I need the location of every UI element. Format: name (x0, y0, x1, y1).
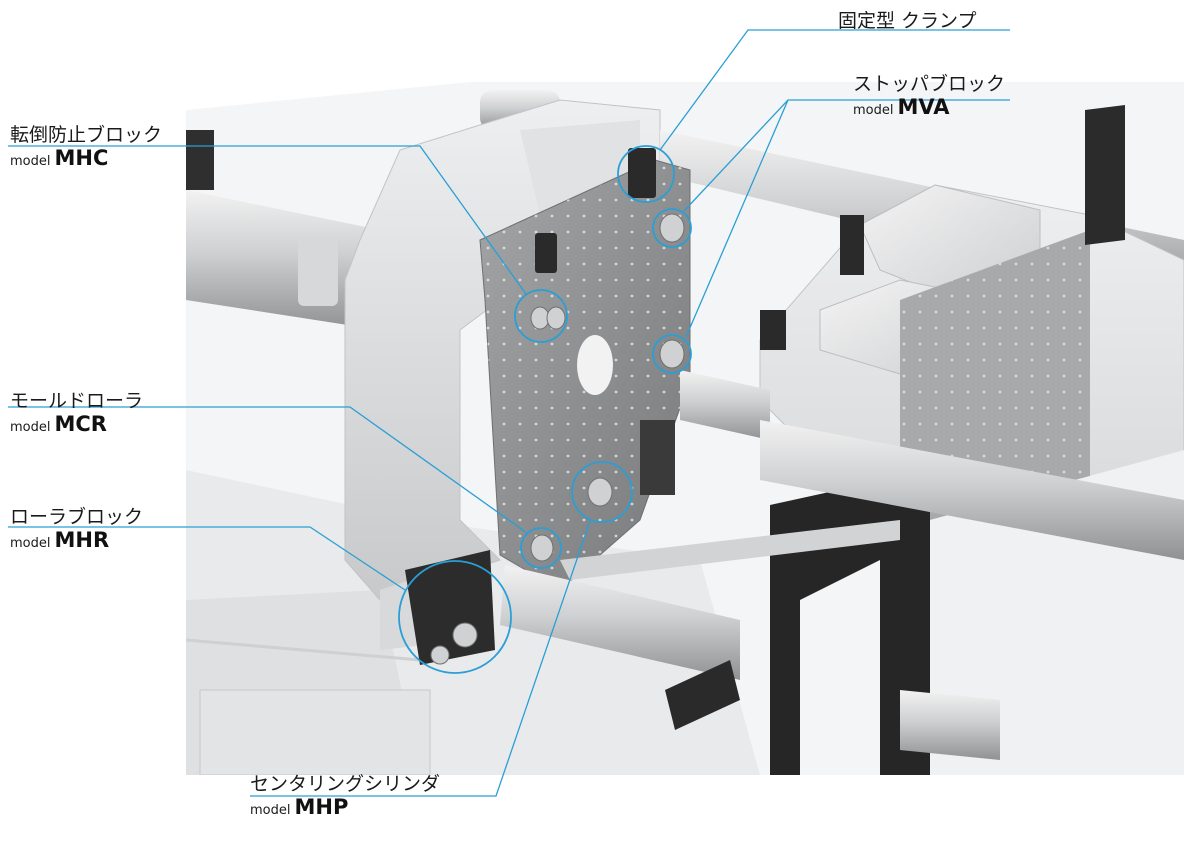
model-prefix: model (10, 154, 51, 169)
circle-roller-block (398, 560, 512, 674)
machine-render (186, 82, 1184, 775)
label-mold-roller-name: モールドローラ (10, 390, 144, 412)
label-fixed-clamp-name: 固定型 クランプ (838, 10, 977, 32)
model-prefix: model (250, 803, 291, 818)
label-roller-block-name: ローラブロック (10, 506, 144, 528)
model-code: MHR (54, 528, 110, 552)
model-prefix: model (10, 420, 51, 435)
model-code: MHP (294, 795, 349, 819)
leader-centering-cylinder (250, 520, 591, 797)
model-code: MVA (897, 95, 950, 119)
circle-stopper-block-lower (652, 334, 692, 374)
leader-stopper-block-b (685, 99, 789, 338)
callout-circles (398, 145, 692, 674)
circle-centering-cylinder (571, 461, 633, 523)
leader-roller-block (8, 526, 406, 591)
circle-fixed-clamp (617, 145, 675, 203)
label-stopper-block-name: ストッパブロック (853, 73, 1006, 95)
circle-anti-tip-block (514, 289, 568, 343)
model-code: MCR (54, 412, 107, 436)
leader-fixed-clamp (659, 29, 1010, 151)
model-prefix: model (853, 103, 894, 118)
model-prefix: model (10, 536, 51, 551)
label-anti-tip-block-name: 転倒防止ブロック (10, 124, 163, 146)
label-fixed-clamp: 固定型 クランプ (838, 10, 976, 32)
leader-lines (8, 29, 1010, 797)
circle-mold-roller (520, 527, 562, 569)
label-centering-cylinder-name: センタリングシリンダ (250, 773, 441, 795)
model-code: MHC (54, 146, 109, 170)
leader-anti-tip-block (8, 145, 527, 295)
circle-stopper-block-upper (652, 208, 692, 248)
leader-mold-roller (8, 406, 528, 534)
